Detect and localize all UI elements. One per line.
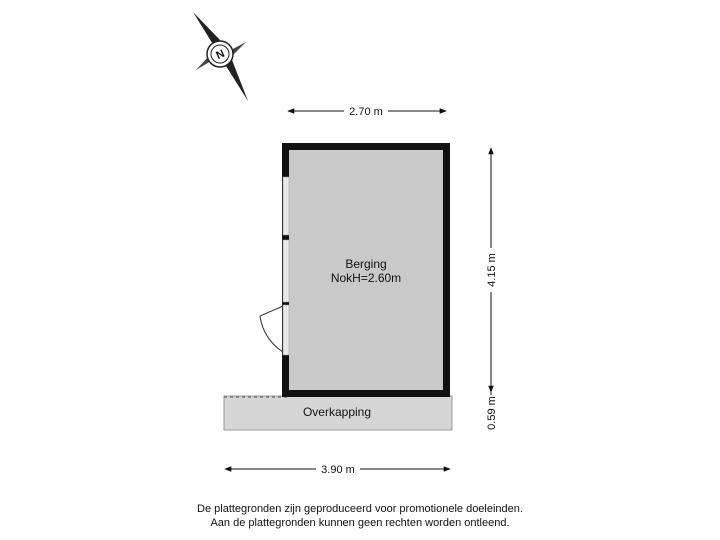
- door-opening: [282, 304, 290, 356]
- window-upper: [282, 176, 290, 236]
- dimension-top: 2.70 m: [287, 103, 447, 119]
- dimension-top-label: 2.70 m: [349, 106, 383, 118]
- disclaimer-line-2: Aan de plattegronden kunnen geen rechten…: [210, 517, 510, 529]
- room-berging: Berging NokH=2.60m: [259, 143, 450, 397]
- dimension-right-canopy: 0.59 m: [486, 388, 498, 430]
- overkapping-label: Overkapping: [303, 405, 371, 419]
- dimension-right-canopy-label: 0.59 m: [486, 396, 498, 430]
- dimension-bottom-label: 3.90 m: [321, 464, 355, 476]
- dimension-bottom: 3.90 m: [224, 461, 451, 477]
- window-lower: [282, 239, 290, 303]
- dimension-right-room: 4.15 m: [482, 147, 500, 393]
- north-arrow-icon: N: [193, 12, 248, 101]
- disclaimer-line-1: De plattegronden zijn geproduceerd voor …: [197, 503, 523, 515]
- door-swing: [259, 305, 284, 353]
- disclaimer: De plattegronden zijn geproduceerd voor …: [0, 502, 720, 530]
- room-overkapping: Overkapping: [223, 395, 453, 431]
- dimension-right-room-label: 4.15 m: [486, 253, 498, 287]
- berging-name: Berging: [345, 257, 386, 271]
- berging-ridge-height: NokH=2.60m: [331, 271, 401, 285]
